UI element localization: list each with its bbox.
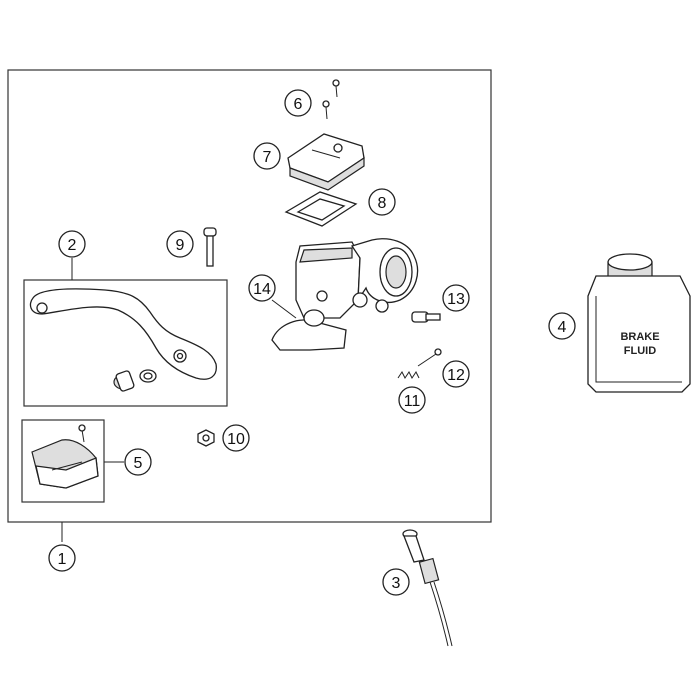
bolt-part-13: [411, 311, 441, 323]
callout-4-label: 4: [558, 319, 567, 336]
bottle-label-line2: FLUID: [624, 345, 656, 357]
callout-12-label: 12: [447, 367, 465, 384]
callout-5-label: 5: [134, 455, 143, 472]
adjuster-bushing: [113, 369, 157, 392]
callout-3-label: 3: [392, 575, 401, 592]
callout-9-label: 9: [176, 237, 185, 254]
assembly-frame: [7, 69, 492, 523]
hose-fitting-part-3: [402, 529, 453, 647]
pin-part-12: [417, 348, 442, 367]
callout-2: 2: [58, 230, 86, 258]
gasket-part-8: [284, 191, 358, 227]
callout-8: 8: [368, 188, 396, 216]
callout-13: 13: [442, 284, 470, 312]
callout-3: 3: [382, 568, 410, 596]
reservoir-cover-part-5: [31, 424, 99, 489]
callout-14-label: 14: [253, 281, 271, 298]
nut-part-10: [197, 429, 215, 447]
callout-7: 7: [253, 142, 281, 170]
callout-11: 11: [398, 386, 426, 414]
cover-part-7: [287, 133, 365, 191]
callout-2-label: 2: [68, 237, 77, 254]
brake-lever: [29, 288, 217, 380]
callout-5: 5: [124, 448, 152, 476]
callout-14: 14: [248, 274, 276, 302]
callout-11-label: 11: [404, 393, 421, 410]
callout-1: 1: [48, 544, 76, 572]
callout-9: 9: [166, 230, 194, 258]
bolt-part-9: [203, 227, 217, 267]
cover-subframe: [21, 419, 105, 503]
callout-6: 6: [284, 89, 312, 117]
callout-7-label: 7: [263, 149, 272, 166]
lever-subframe: [23, 279, 228, 407]
leader-14: [271, 299, 297, 319]
callout-8-label: 8: [378, 195, 387, 212]
callout-1-label: 1: [58, 551, 67, 568]
bottle-label-line1: BRAKE: [620, 331, 659, 343]
brake-fluid-bottle: BRAKE FLUID: [587, 253, 691, 393]
callout-13-label: 13: [447, 291, 465, 308]
callout-4: 4: [548, 312, 576, 340]
callout-10: 10: [222, 424, 250, 452]
callout-12: 12: [442, 360, 470, 388]
screws-part-6: [322, 79, 340, 120]
callout-10-label: 10: [227, 431, 245, 448]
spring-part-11: [397, 371, 420, 379]
callout-6-label: 6: [294, 96, 303, 113]
master-cylinder-body: [271, 238, 419, 351]
